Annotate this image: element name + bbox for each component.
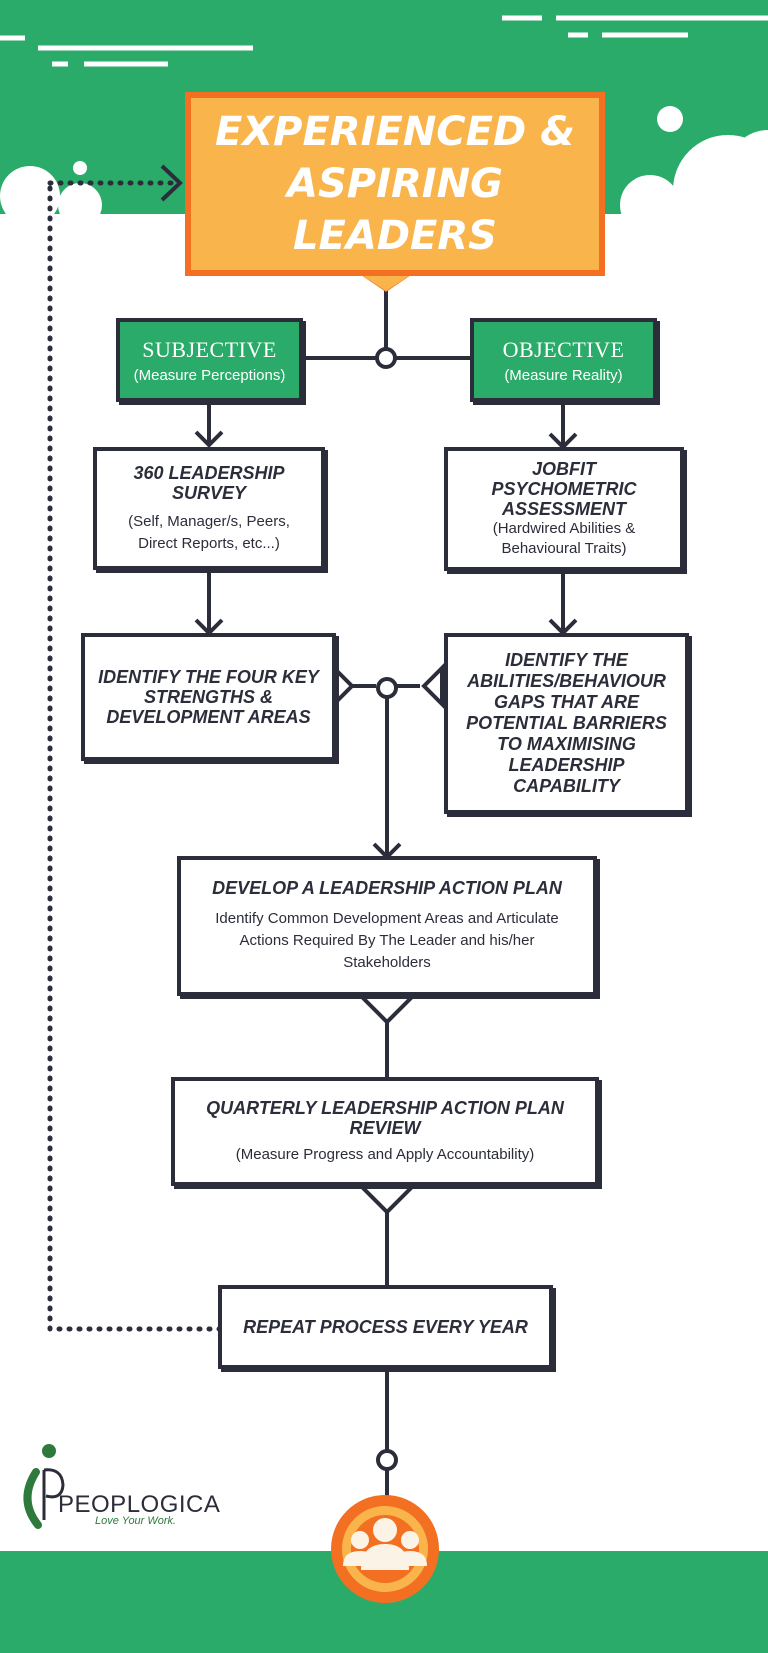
title-line-1: EXPERIENCED & xyxy=(215,109,575,155)
review-box: QUARTERLY LEADERSHIP ACTION PLAN REVIEW … xyxy=(171,1077,599,1186)
loop-arrowhead xyxy=(160,164,183,202)
objective-subtitle: (Measure Reality) xyxy=(504,366,623,384)
review-detail: (Measure Progress and Apply Accountabili… xyxy=(235,1145,535,1163)
strengths-box: IDENTIFY THE FOUR KEY STRENGTHS & DEVELO… xyxy=(81,633,336,761)
gaps-title: IDENTIFY THE ABILITIES/BEHAVIOUR GAPS TH… xyxy=(466,650,667,796)
repeat-box: REPEAT PROCESS EVERY YEAR xyxy=(218,1285,553,1369)
logo-name: PEOPLOGICA xyxy=(58,1491,221,1518)
title-line-3: LEADERS xyxy=(293,213,497,259)
survey-title: 360 LEADERSHIP SURVEY xyxy=(133,462,285,503)
repeat-title: REPEAT PROCESS EVERY YEAR xyxy=(243,1317,528,1337)
survey-box: 360 LEADERSHIP SURVEY (Self, Manager/s, … xyxy=(93,447,325,570)
jobfit-detail: (Hardwired Abilities & Behavioural Trait… xyxy=(492,520,636,557)
strengths-pointer xyxy=(332,663,355,709)
logo-mark xyxy=(23,1444,65,1529)
action-plan-detail: Identify Common Development Areas and Ar… xyxy=(215,910,559,971)
junctions xyxy=(375,347,398,1471)
feedback-loop xyxy=(47,180,223,1332)
objective-box: OBJECTIVE (Measure Reality) xyxy=(470,318,657,402)
jobfit-title: JOBFIT PSYCHOMETRIC ASSESSMENT xyxy=(491,459,637,519)
objective-title: OBJECTIVE xyxy=(502,336,625,362)
jobfit-box: JOBFIT PSYCHOMETRIC ASSESSMENT (Hardwire… xyxy=(444,447,684,571)
team-icon xyxy=(331,1495,439,1603)
review-pointer xyxy=(354,1182,420,1215)
gaps-box: IDENTIFY THE ABILITIES/BEHAVIOUR GAPS TH… xyxy=(444,633,689,814)
review-title: QUARTERLY LEADERSHIP ACTION PLAN REVIEW xyxy=(206,1097,564,1138)
strengths-title: IDENTIFY THE FOUR KEY STRENGTHS & DEVELO… xyxy=(98,667,319,727)
title-box: EXPERIENCED & ASPIRING LEADERS xyxy=(185,92,605,276)
subjective-subtitle: (Measure Perceptions) xyxy=(133,366,286,384)
action-plan-title: DEVELOP A LEADERSHIP ACTION PLAN xyxy=(212,878,562,898)
title-line-2: ASPIRING xyxy=(287,161,503,207)
connectors xyxy=(207,290,565,1500)
subjective-title: SUBJECTIVE xyxy=(142,336,277,362)
logo-tagline: Love Your Work. xyxy=(95,1515,177,1527)
clouds xyxy=(0,106,768,245)
survey-detail: (Self, Manager/s, Peers, Direct Reports,… xyxy=(128,512,290,552)
action-pointer xyxy=(354,992,420,1025)
action-plan-box: DEVELOP A LEADERSHIP ACTION PLAN Identif… xyxy=(177,856,597,996)
gaps-pointer xyxy=(421,663,444,709)
header-dashes xyxy=(0,15,768,67)
subjective-box: SUBJECTIVE (Measure Perceptions) xyxy=(116,318,303,402)
